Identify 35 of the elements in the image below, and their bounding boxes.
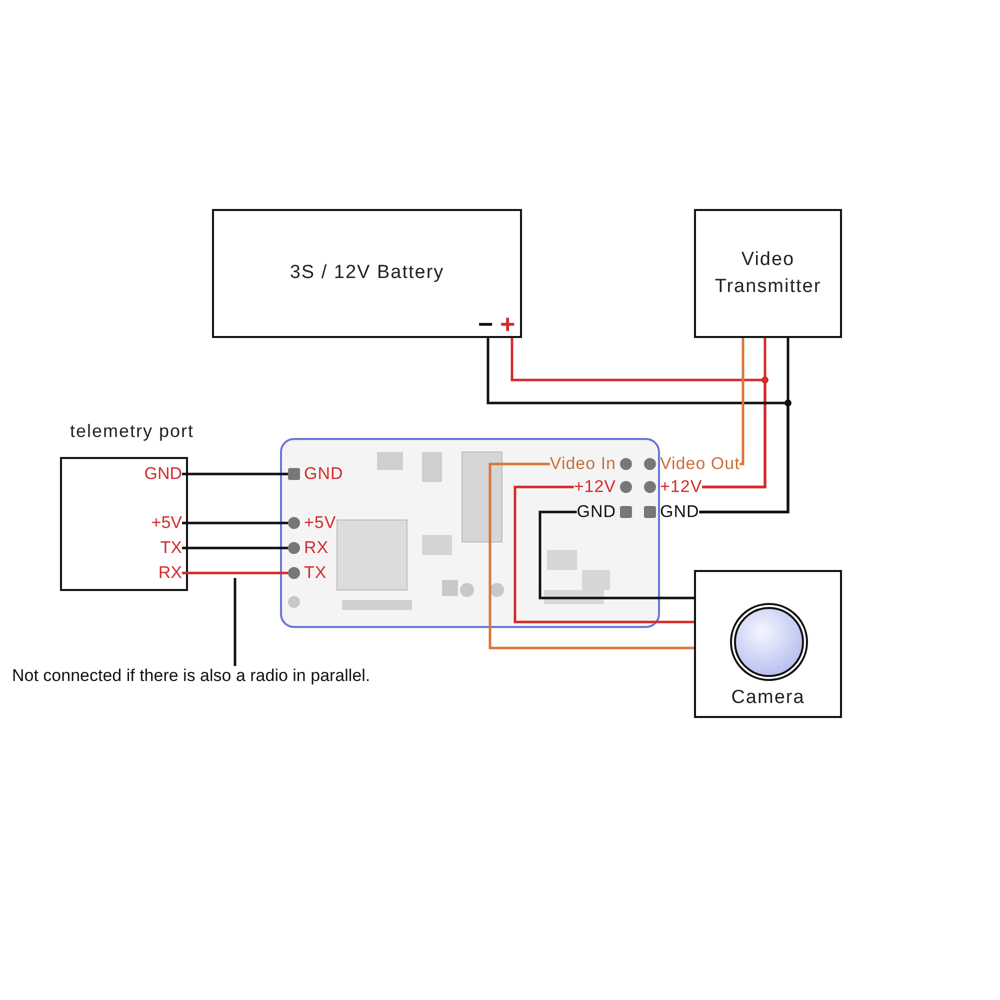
- pin-label: +12V: [574, 477, 616, 497]
- terminal-sign: +: [500, 311, 516, 337]
- pin-label: GND: [144, 464, 182, 484]
- pin-label: +12V: [660, 477, 702, 497]
- device-label: 3S / 12V Battery: [288, 261, 446, 286]
- wire: [514, 486, 694, 624]
- port-heading: telemetry port: [68, 421, 196, 442]
- wire: [538, 510, 694, 600]
- pin-label: GND: [660, 502, 700, 522]
- wire: [740, 338, 744, 466]
- pin-label: RX: [158, 563, 182, 583]
- pin-label: Video In: [550, 454, 616, 474]
- pin-label: TX: [304, 563, 327, 583]
- pin-label: Video Out: [660, 454, 740, 474]
- wire: [702, 338, 766, 488]
- device-label: Video Transmitter: [714, 248, 822, 298]
- pin-label: TX: [160, 538, 182, 558]
- pin-label: GND: [304, 464, 344, 484]
- wire: [182, 572, 288, 574]
- leader-line: [234, 578, 236, 666]
- pin-label: +5V: [151, 513, 182, 533]
- pin-label: RX: [304, 538, 329, 558]
- wire: [699, 338, 790, 514]
- terminal-sign: −: [478, 311, 494, 337]
- pin-label: GND: [576, 502, 616, 522]
- camera-label: Camera: [731, 686, 805, 710]
- camera-box: [694, 570, 842, 718]
- wire: [182, 522, 288, 524]
- wire: [182, 546, 288, 550]
- device-box: [212, 209, 522, 338]
- device-box: [694, 209, 842, 338]
- note-text: Not connected if there is also a radio in parallel.: [12, 666, 370, 686]
- wire: [488, 462, 694, 650]
- wire: [182, 472, 288, 476]
- pin-label: +5V: [304, 513, 336, 533]
